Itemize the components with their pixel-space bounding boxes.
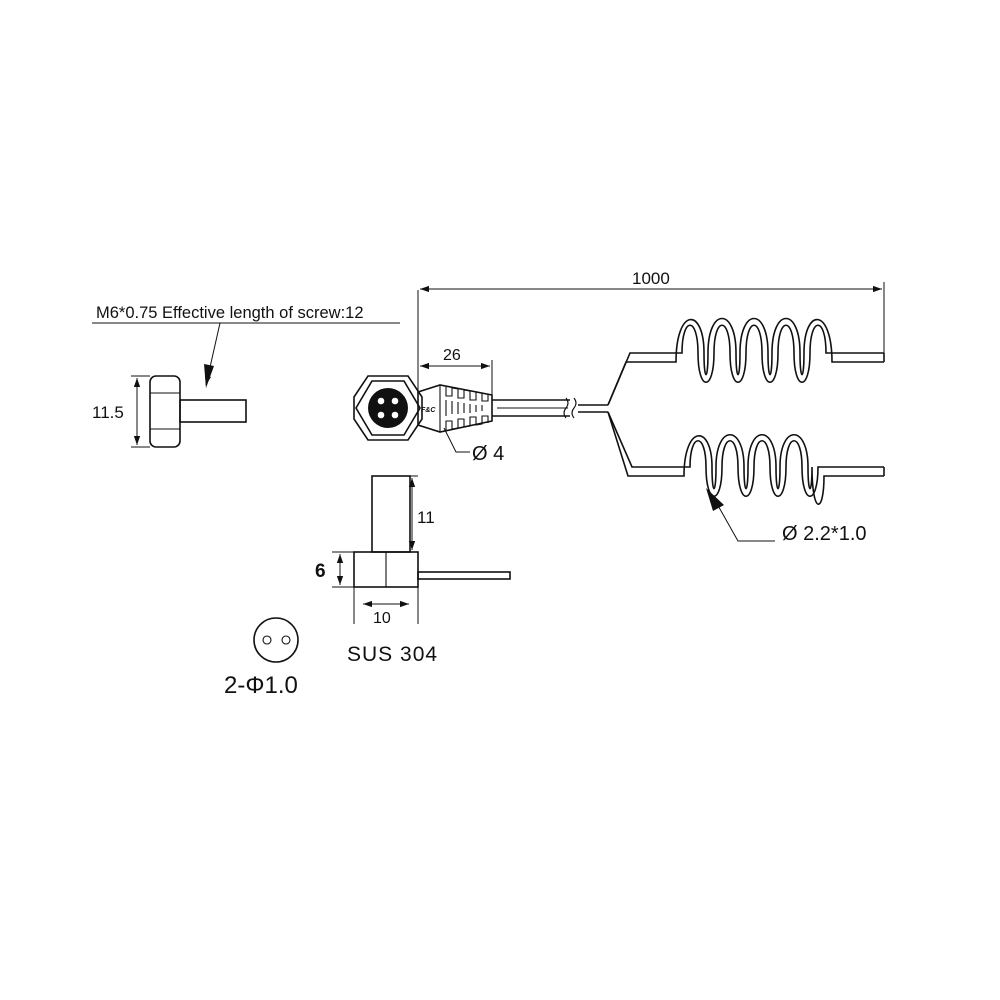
pin-2 [391, 397, 399, 405]
connector-face [368, 388, 408, 428]
dimension-1000: 1000 [420, 269, 885, 356]
material-label: SUS 304 [347, 643, 438, 666]
pin-1 [377, 397, 385, 405]
pin-4 [391, 411, 399, 419]
brand-logo: F&C [421, 407, 436, 414]
dim-11-label: 11 [417, 508, 435, 527]
screw-bottom-view [353, 475, 511, 588]
dim-6-label: 6 [315, 561, 326, 582]
cable-boot: F&C [417, 384, 493, 433]
cable-straight [492, 397, 608, 419]
cable-26-label: 26 [443, 347, 461, 364]
screw-side-view [149, 375, 247, 448]
screw-note-label: M6*0.75 Effective length of screw:12 [96, 304, 364, 322]
pin-3 [377, 411, 385, 419]
screw-note-leader: M6*0.75 Effective length of screw:12 [92, 304, 400, 388]
dimension-11-5: 11.5 [92, 375, 150, 448]
diameter-4-label: Ø 4 [472, 443, 504, 465]
dim-10-label: 10 [373, 610, 391, 627]
wire-lower [607, 411, 885, 505]
wire-upper [607, 317, 885, 406]
hole-pattern: 2-Φ1.0 [224, 617, 299, 699]
wire-size-leader: Ø 2.2*1.0 [706, 488, 867, 545]
diameter-4-leader: Ø 4 [443, 427, 504, 465]
wire-size-label: Ø 2.2*1.0 [782, 523, 867, 545]
hex-head-front-view [353, 375, 423, 441]
dimension-26: 26 [417, 290, 493, 395]
hole-note-label: 2-Φ1.0 [224, 672, 298, 699]
dimension-10: 10 [353, 587, 419, 627]
dimension-6: 6 [315, 551, 354, 588]
dimension-11: 11 [408, 475, 435, 550]
height-11-5-label: 11.5 [92, 403, 124, 422]
total-length-label: 1000 [632, 269, 670, 288]
